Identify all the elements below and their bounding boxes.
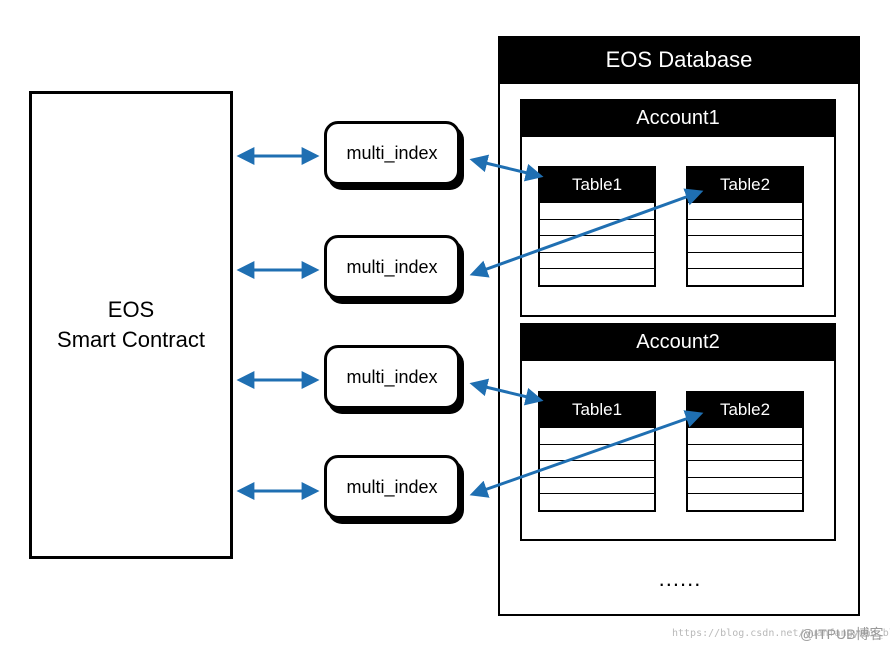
table-row: [688, 251, 802, 269]
table-row: [688, 460, 802, 477]
table-row: [688, 443, 802, 461]
multi-index-4-to-account2-table2-arrow: [469, 410, 704, 498]
multi-index-label: multi_index: [346, 256, 438, 277]
table-row: [688, 218, 802, 236]
multi-index-label: multi_index: [346, 366, 438, 387]
table-row: [688, 476, 802, 494]
more-accounts-ellipsis: ......: [658, 566, 702, 591]
account1-title: Account1: [520, 99, 836, 137]
multi-index-label: multi_index: [346, 476, 438, 497]
multi-index-box-1: multi_index: [324, 121, 460, 185]
multi-index-box-2: multi_index: [324, 235, 460, 299]
table-row: [688, 493, 802, 510]
multi-index-1-to-account1-table1-arrow: [469, 154, 544, 182]
multi-index-label: multi_index: [346, 142, 438, 163]
multi-index-box-4: multi_index: [324, 455, 460, 519]
table-title: Table2: [688, 168, 802, 202]
account2-title: Account2: [520, 323, 836, 361]
smart-contract-label-line1: EOS: [107, 297, 155, 322]
table-row: [688, 427, 802, 444]
watermark-brand: @ITPUB博客: [800, 626, 884, 642]
smart-contract-box: EOS Smart Contract: [29, 91, 233, 559]
eos-database-title: EOS Database: [498, 36, 860, 84]
table-row: [688, 268, 802, 285]
table-row: [688, 235, 802, 252]
multi-index-box-3: multi_index: [324, 345, 460, 409]
account1-table2: Table2: [686, 166, 804, 287]
account2-table2: Table2: [686, 391, 804, 512]
smart-contract-label-line2: Smart Contract: [57, 327, 205, 352]
watermark-url: https://blog.csdn.net/yuanfangyuan_block: [672, 628, 890, 639]
multi-index-3-to-account2-table1-arrow: [469, 378, 544, 406]
smart-contract-label: EOS Smart Contract: [57, 295, 205, 355]
table-title: Table2: [688, 393, 802, 427]
table-row: [688, 202, 802, 219]
multi-index-2-to-account1-table2-arrow: [469, 188, 704, 278]
